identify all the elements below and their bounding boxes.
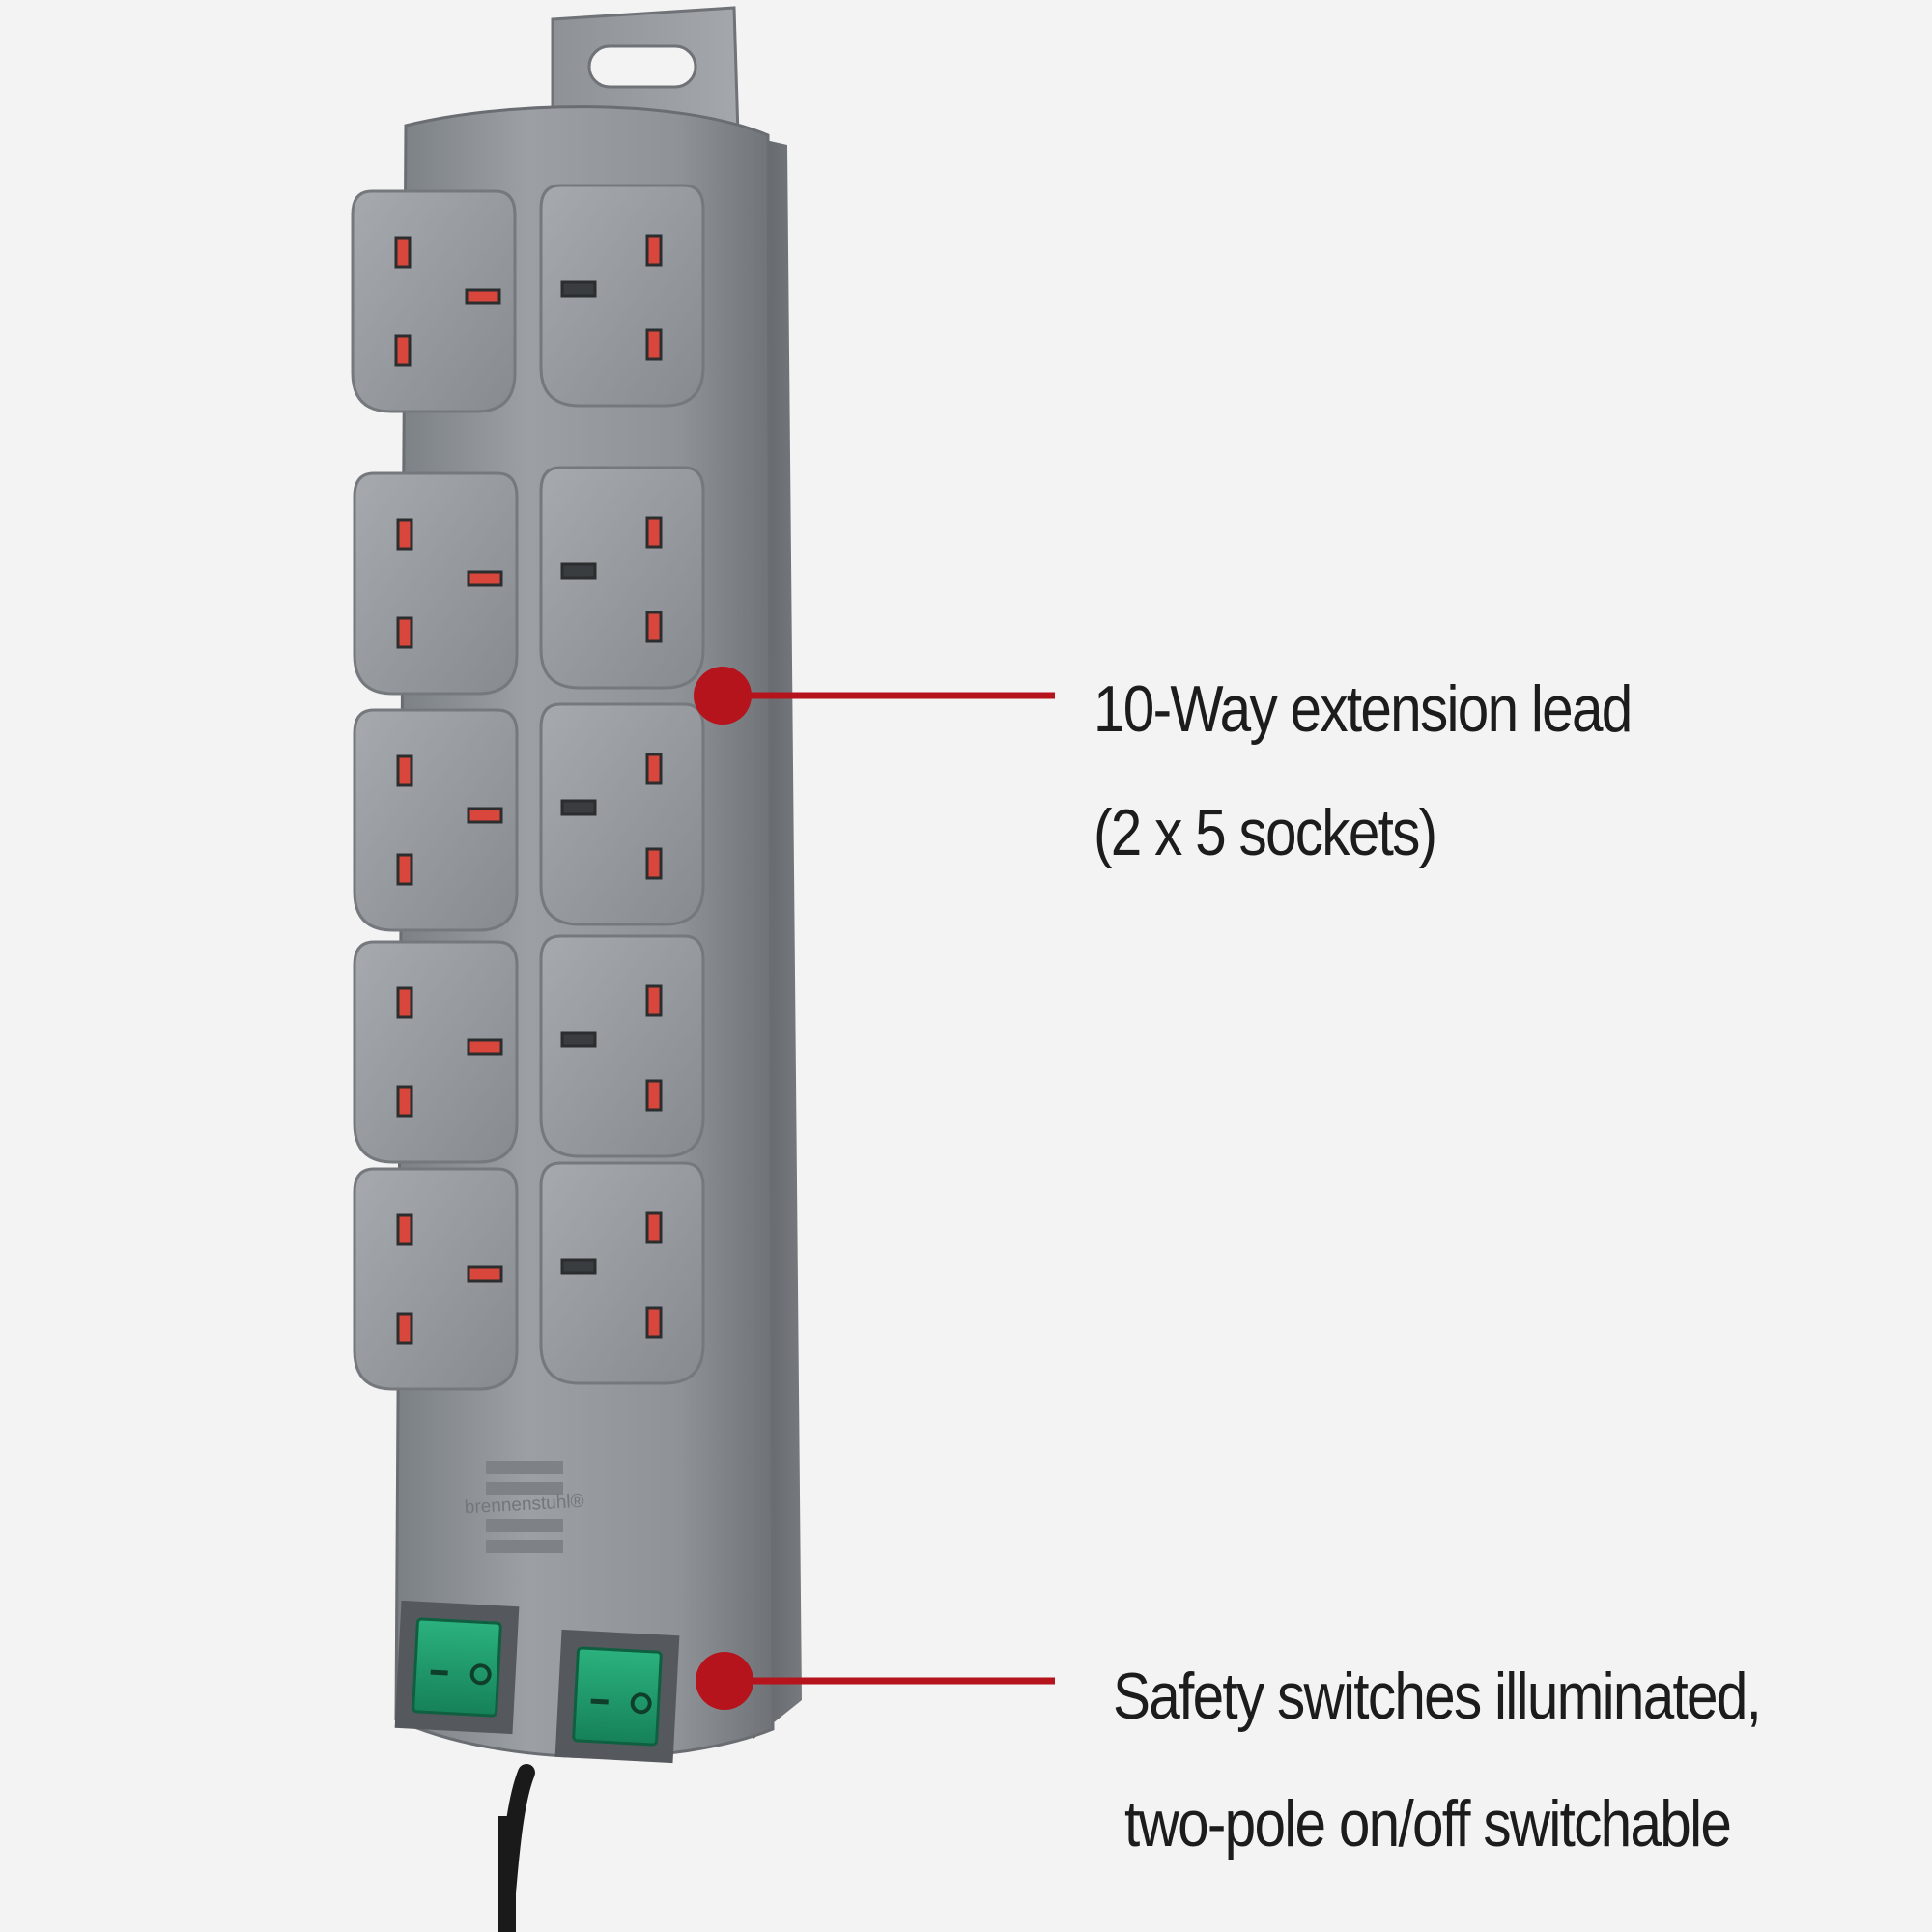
logo-bar [486, 1461, 563, 1474]
socket-pin-hole [560, 799, 597, 816]
socket-pin-hole [465, 288, 501, 305]
uk-socket [351, 189, 517, 413]
socket-pin-hole [396, 986, 413, 1019]
socket-pin-hole [396, 616, 413, 649]
switch-on-mark [590, 1698, 609, 1705]
callout-line-text: (2 x 5 sockets) [1094, 796, 1437, 869]
callout-line-text: two-pole on/off switchable [1124, 1787, 1732, 1861]
uk-socket [353, 940, 519, 1164]
uk-socket [539, 934, 705, 1158]
uk-socket [539, 1161, 705, 1385]
switch-off-mark [630, 1692, 652, 1715]
socket-pin-hole [396, 754, 413, 787]
socket-array [351, 184, 705, 1391]
socket-pin-hole [467, 807, 503, 824]
logo-bar [486, 1519, 563, 1532]
socket-pin-hole [396, 1085, 413, 1118]
socket-pin-hole [645, 328, 663, 361]
rocker-switch-left[interactable] [412, 1617, 502, 1718]
socket-pin-hole [645, 1211, 663, 1244]
uk-socket [539, 466, 705, 690]
socket-pin-hole [645, 847, 663, 880]
socket-pin-hole [560, 280, 597, 298]
socket-pin-hole [396, 853, 413, 886]
uk-socket [353, 708, 519, 932]
callout-pointer-1 [694, 667, 1055, 724]
callout-dot [696, 1652, 753, 1710]
uk-socket [353, 1167, 519, 1391]
logo-bar [486, 1482, 563, 1495]
socket-pin-hole [645, 1079, 663, 1112]
socket-pin-hole [645, 234, 663, 267]
socket-pin-hole [396, 1213, 413, 1246]
callout-safety-switches: Safety switches illuminated, two-pole on… [1113, 1660, 1762, 1861]
switch-on-mark [430, 1669, 448, 1676]
socket-pin-hole [467, 1265, 503, 1283]
callout-line-text: 10-Way extension lead [1094, 672, 1633, 746]
logo-bar [486, 1540, 563, 1553]
socket-pin-hole [645, 753, 663, 785]
socket-pin-hole [560, 1258, 597, 1275]
callout-extension-lead: 10-Way extension lead (2 x 5 sockets) [1094, 672, 1633, 869]
rocker-switch-right[interactable] [572, 1646, 663, 1747]
socket-pin-hole [560, 562, 597, 580]
socket-pin-hole [467, 1038, 503, 1056]
socket-pin-hole [645, 984, 663, 1017]
callout-pointer-2 [696, 1652, 1055, 1710]
cable-segment [498, 1816, 516, 1932]
uk-socket [539, 184, 705, 408]
socket-pin-hole [396, 518, 413, 551]
socket-pin-hole [645, 1306, 663, 1339]
socket-pin-hole [394, 334, 412, 367]
socket-pin-hole [394, 236, 412, 269]
switch-off-mark [469, 1663, 492, 1686]
socket-pin-hole [645, 516, 663, 549]
socket-pin-hole [645, 611, 663, 643]
uk-socket [539, 702, 705, 926]
socket-pin-hole [560, 1031, 597, 1048]
uk-socket [353, 471, 519, 696]
callout-dot [694, 667, 752, 724]
socket-pin-hole [467, 570, 503, 587]
callout-line-text: Safety switches illuminated, [1113, 1660, 1762, 1733]
socket-pin-hole [396, 1312, 413, 1345]
